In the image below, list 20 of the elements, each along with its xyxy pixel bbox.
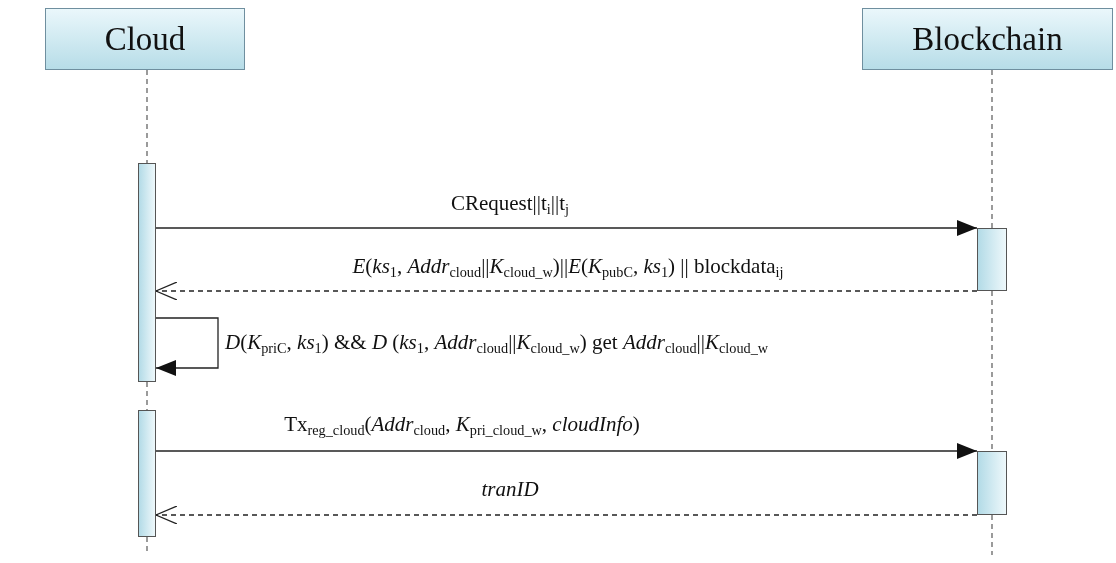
activation-bar [977,228,1007,291]
lifeline-header: Cloud [45,8,245,70]
edge-label: tranID [481,478,539,502]
activation-bar [138,410,156,537]
activation-bar [977,451,1007,515]
edge-label: D(K$_{priC}$, ks$_{1}$) && D (ks$_{1}$, Addr$_{cloud}$||K$_{cloud_w}$) get Addr$_{cloud}$||K$_{cloud_w}$ [225,331,769,357]
lifeline [991,69,993,229]
lifeline-header: Blockchain [862,8,1113,70]
lifeline [991,290,993,452]
self-message-arrow [155,317,219,376]
edge-label: Tx$_{reg_cloud}$(Addr$_{cloud}$, K$_{pri_cloud_w}$, cloudInfo) [284,413,640,439]
lifeline [991,514,993,556]
message-arrow [155,443,978,459]
activation-bar [138,163,156,382]
message-arrow [155,281,978,301]
edge-label: E(ks$_{1}$, Addr$_{cloud}$||K$_{cloud_w}$)||E(K$_{pubC}$, ks$_{1}$) || blockdata$_{ij}$ [352,255,784,281]
lifeline [146,69,148,164]
edge-label: CRequest||t$_{i}$||t$_{j}$ [450,192,570,218]
message-arrow [155,220,978,236]
message-arrow [155,505,978,525]
